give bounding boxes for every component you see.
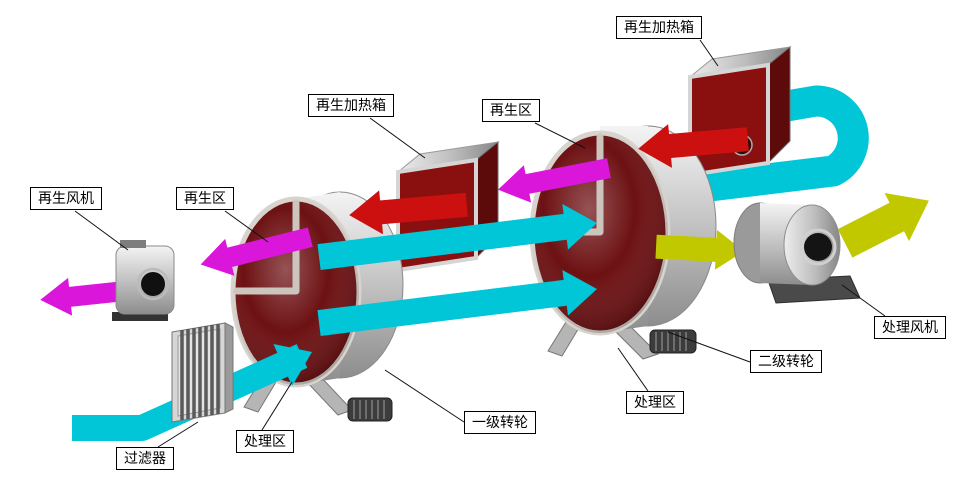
filter: [171, 322, 234, 423]
filter-side: [224, 322, 234, 414]
process-air-return-pipe: [626, 85, 869, 212]
heater-side-face: [767, 45, 791, 165]
fan-inlet-ring: [136, 267, 170, 301]
wheel-motor-ribs: [353, 400, 385, 419]
dry-air-outlet-arrow: [837, 192, 929, 258]
label-regen-fan: 再生风机: [30, 187, 102, 210]
process-air-band-upper: [317, 204, 597, 270]
label-regen-zone-2: 再生区: [482, 99, 540, 122]
fan-inlet-hole: [141, 272, 165, 296]
leader-line: [157, 421, 199, 448]
heater-front-face: [688, 62, 770, 178]
leader-line: [74, 210, 129, 251]
label-process-zone-2: 处理区: [626, 391, 684, 414]
label-regen-zone-1: 再生区: [176, 187, 234, 210]
leader-line: [699, 39, 719, 67]
fan-base: [112, 312, 168, 321]
fan-inlet-ring: [799, 228, 837, 266]
leader-line: [369, 117, 426, 159]
leader-line: [261, 381, 293, 431]
leader-line: [534, 122, 586, 149]
label-regen-heater-box-2: 再生加热箱: [616, 16, 702, 39]
regen-fan: [112, 240, 175, 321]
label-regen-heater-box-1: 再生加热箱: [308, 94, 394, 117]
label-process-zone-1: 处理区: [236, 430, 294, 453]
regen-heater-box-2: [688, 45, 792, 178]
inlet-band: [72, 344, 308, 441]
process-fan: [733, 202, 861, 304]
label-second-stage-wheel: 二级转轮: [750, 350, 822, 373]
dry-air-arrow-to-fan: [655, 229, 744, 270]
leader-line: [617, 347, 649, 392]
process-air-band-lower: [317, 270, 597, 336]
wheel-motor-ribs: [655, 332, 687, 351]
regen-exhaust-arrow: [40, 277, 136, 316]
leader-line: [224, 210, 269, 243]
hot-air-arrow-1: [349, 190, 468, 235]
hot-air-arrow-2: [638, 124, 749, 168]
leader-line: [667, 331, 751, 363]
leader-line: [841, 284, 886, 317]
inlet-arrowhead: [273, 344, 312, 387]
leader-lines: [74, 39, 886, 448]
filter-pleats: [180, 324, 220, 420]
fan-top-ridge: [120, 240, 146, 248]
process-air-arrow-inlet: [72, 344, 312, 441]
regen-air-arrow-wheel1: [200, 227, 313, 276]
label-first-stage-wheel: 一级转轮: [464, 411, 536, 434]
leader-line: [384, 369, 465, 423]
regen-air-arrow-wheel2: [498, 158, 611, 203]
fan-inlet-hole: [804, 233, 832, 261]
label-process-fan: 处理风机: [874, 316, 946, 339]
label-filter: 过滤器: [116, 447, 174, 470]
